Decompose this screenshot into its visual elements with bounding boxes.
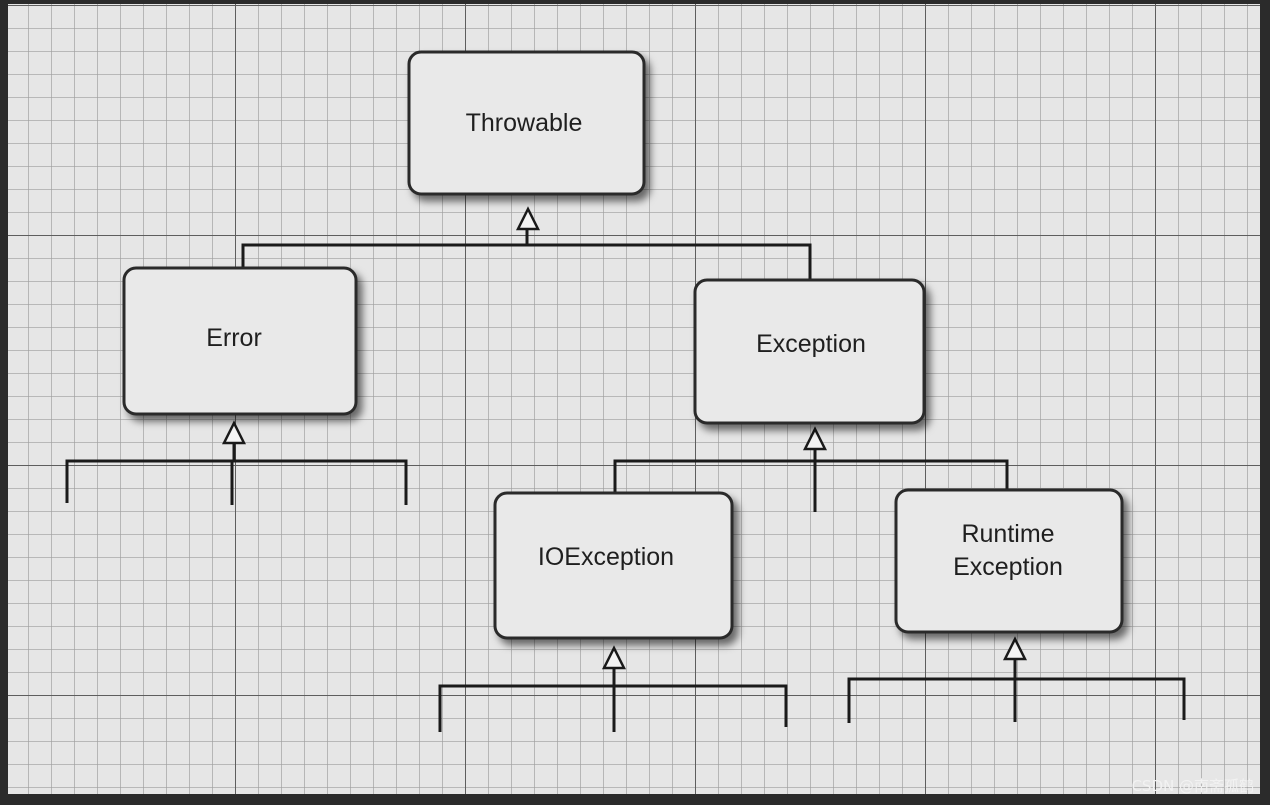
ioexception-label: IOException <box>538 543 674 571</box>
runtime-label-line1: Runtime <box>961 520 1054 548</box>
node-throwable: Throwable <box>407 50 646 196</box>
throwable-arrow-icon <box>515 206 541 231</box>
watermark: CSDN @南斋孤鹤 <box>1131 777 1254 795</box>
ioexception-branch-line <box>438 668 788 732</box>
throwable-branch-line <box>241 229 812 280</box>
inheritance-arrows <box>221 206 1028 670</box>
ioexception-arrow-icon <box>601 645 627 670</box>
node-runtime-exception: Runtime Exception <box>894 488 1124 634</box>
exception-branch-line <box>613 449 1009 512</box>
node-error: Error <box>122 266 358 416</box>
exception-arrow-icon <box>802 426 828 451</box>
runtime-branch-line <box>847 659 1186 723</box>
error-branch-line <box>65 443 408 505</box>
runtime-arrow-icon <box>1002 636 1028 661</box>
node-ioexception: IOException <box>493 491 734 640</box>
node-exception: Exception <box>693 278 926 425</box>
exception-label: Exception <box>756 330 866 358</box>
connectors <box>65 229 1186 732</box>
runtime-label-line2: Exception <box>953 553 1063 581</box>
error-label: Error <box>206 324 262 352</box>
error-arrow-icon <box>221 420 247 445</box>
throwable-label: Throwable <box>466 109 583 137</box>
